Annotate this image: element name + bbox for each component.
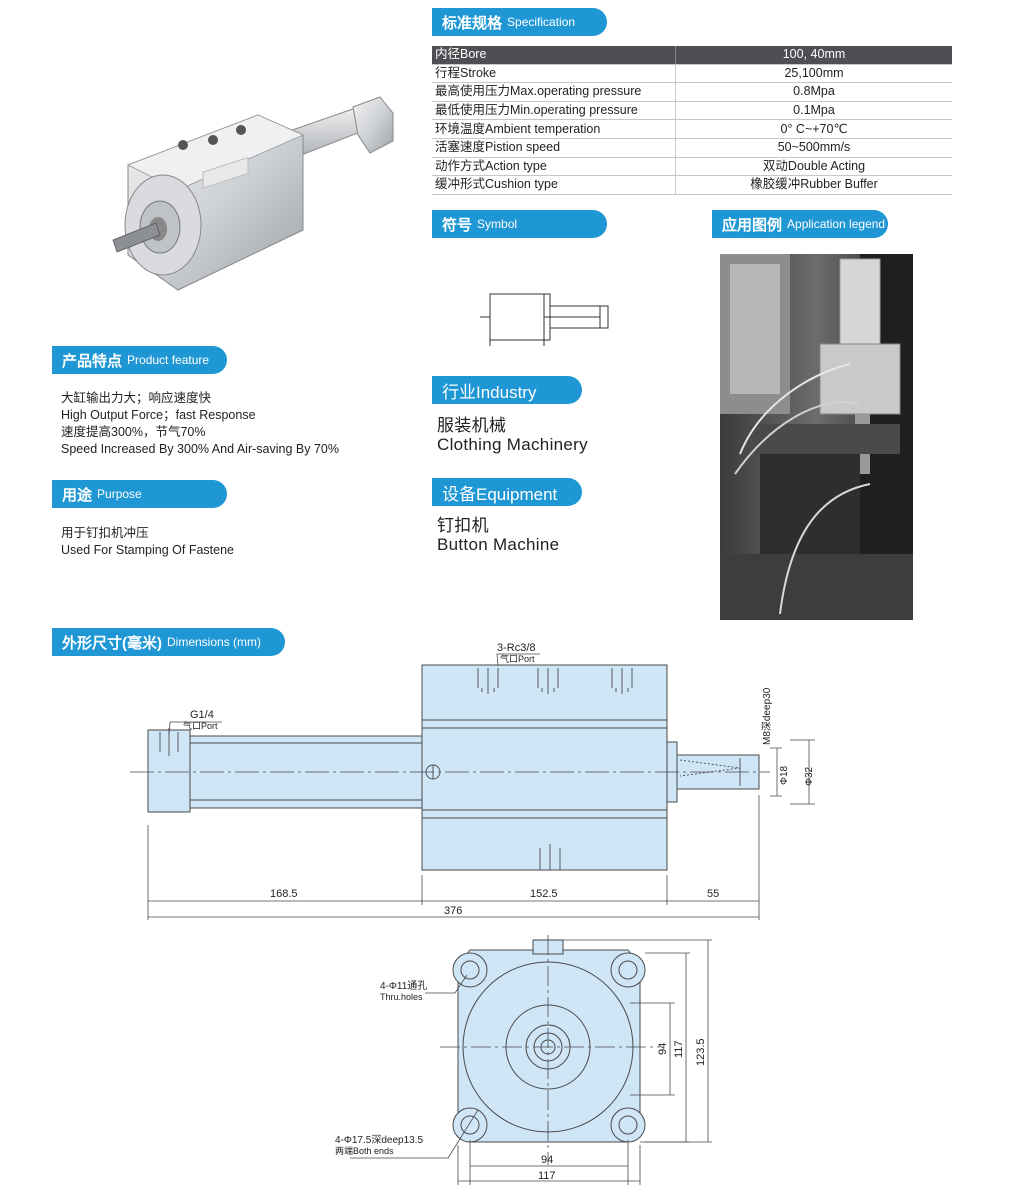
industry-line-cn: 服装机械 — [437, 416, 507, 435]
length-b: 152.5 — [530, 888, 558, 900]
spec-label: 最低使用压力Min.operating pressure — [432, 101, 676, 121]
dim-94-horizontal: 94 — [541, 1154, 553, 1166]
port-top-sub: 气口Port — [500, 653, 535, 664]
equipment-line-en: Button Machine — [437, 535, 560, 554]
holes-sub: Thru.holes — [380, 992, 423, 1002]
purpose-title-en: Purpose — [97, 487, 142, 501]
feature-line: 大缸输出力大；响应速度快 — [61, 391, 212, 405]
dim-117-horizontal: 117 — [538, 1170, 556, 1182]
port-left-label: G1/4 — [190, 709, 214, 721]
spec-label: 动作方式Action type — [432, 157, 676, 177]
feature-line: Speed Increased By 300% And Air-saving B… — [61, 442, 339, 456]
equipment-line-cn: 钉扣机 — [437, 516, 489, 535]
equipment-title: 设备Equipment — [432, 478, 582, 506]
spec-title-en: Specification — [507, 15, 576, 29]
industry-title: 行业Industry — [432, 376, 582, 404]
industry-line-en: Clothing Machinery — [437, 435, 588, 454]
purpose-line: Used For Stamping Of Fastene — [61, 543, 234, 557]
end-diameter: Φ32 — [804, 766, 815, 786]
spec-label: 行程Stroke — [432, 64, 676, 84]
spec-value: 100, 40mm — [675, 46, 952, 65]
symbol-title: 符号 Symbol — [432, 210, 607, 238]
length-total: 376 — [444, 905, 462, 917]
length-a: 168.5 — [270, 888, 298, 900]
application-photo — [720, 254, 913, 620]
side-view-drawing: 3-Rc3/8 气口Port G1/4 气口Port M8深deep30 Φ18… — [130, 642, 815, 920]
purpose-line: 用于钉扣机冲压 — [61, 526, 149, 540]
application-title-cn: 应用图例 — [722, 216, 783, 234]
spec-title-cn: 标准规格 — [442, 14, 503, 32]
dim-117-vertical: 117 — [673, 1040, 685, 1058]
feature-line: High Output Force；fast Response — [61, 408, 256, 422]
spec-value: 橡胶缓冲Rubber Buffer — [675, 175, 952, 195]
spec-title: 标准规格 Specification — [432, 8, 607, 36]
application-title: 应用图例 Application legend — [712, 210, 888, 238]
dim-94-vertical: 94 — [657, 1043, 669, 1055]
product-photo — [112, 96, 394, 291]
port-top-label: 3-Rc3/8 — [497, 642, 536, 654]
purpose-title: 用途 Purpose — [52, 480, 227, 508]
feature-title: 产品特点 Product feature — [52, 346, 227, 374]
symbol-title-cn: 符号 — [442, 216, 473, 234]
dimensions-title: 外形尺寸(毫米) Dimensions (mm) — [52, 628, 285, 656]
spec-label: 缓冲形式Cushion type — [432, 175, 676, 195]
purpose-list: 用于钉扣机冲压 Used For Stamping Of Fastene — [61, 525, 234, 559]
industry-content: 服装机械 Clothing Machinery — [437, 416, 588, 454]
dimensions-title-en: Dimensions (mm) — [167, 635, 262, 649]
spec-value: 0.8Mpa — [675, 82, 952, 102]
counterbore-label: 4-Φ17.5深deep13.5 — [335, 1134, 423, 1146]
front-view-drawing: 94 117 123.5 94 117 4-Φ11通孔 Thru.holes 4… — [335, 935, 712, 1185]
dimensions-title-cn: 外形尺寸(毫米) — [62, 634, 162, 652]
spec-value: 25,100mm — [675, 64, 952, 84]
equipment-content: 钉扣机 Button Machine — [437, 516, 559, 554]
feature-title-cn: 产品特点 — [62, 352, 123, 370]
feature-title-en: Product feature — [127, 353, 210, 367]
symbol-title-en: Symbol — [477, 217, 518, 231]
cylinder-symbol — [480, 293, 609, 346]
holes-label: 4-Φ11通孔 — [380, 980, 427, 992]
industry-title-text: 行业Industry — [442, 382, 537, 402]
purpose-title-cn: 用途 — [62, 486, 93, 504]
counterbore-sub: 两端Both ends — [335, 1145, 394, 1156]
spec-label: 环境温度Ambient temperation — [432, 119, 676, 139]
equipment-title-text: 设备Equipment — [442, 484, 558, 504]
spec-label: 活塞速度Pistion speed — [432, 138, 676, 158]
length-c: 55 — [707, 888, 719, 900]
spec-value: 双动Double Acting — [675, 157, 952, 177]
thread-label: M8深deep30 — [761, 687, 773, 745]
spec-value: 0.1Mpa — [675, 101, 952, 121]
feature-list: 大缸输出力大；响应速度快 High Output Force；fast Resp… — [61, 390, 339, 458]
port-left-sub: 气口Port — [183, 720, 218, 731]
feature-line: 速度提高300%，节气70% — [61, 425, 206, 439]
spec-label: 最高使用压力Max.operating pressure — [432, 82, 676, 102]
application-title-en: Application legend — [787, 217, 886, 231]
rod-diameter: Φ18 — [779, 765, 790, 785]
spec-label: 内径Bore — [432, 46, 676, 65]
spec-value: 0° C~+70℃ — [675, 119, 952, 139]
spec-value: 50~500mm/s — [675, 138, 952, 158]
dim-123-5: 123.5 — [695, 1038, 707, 1066]
